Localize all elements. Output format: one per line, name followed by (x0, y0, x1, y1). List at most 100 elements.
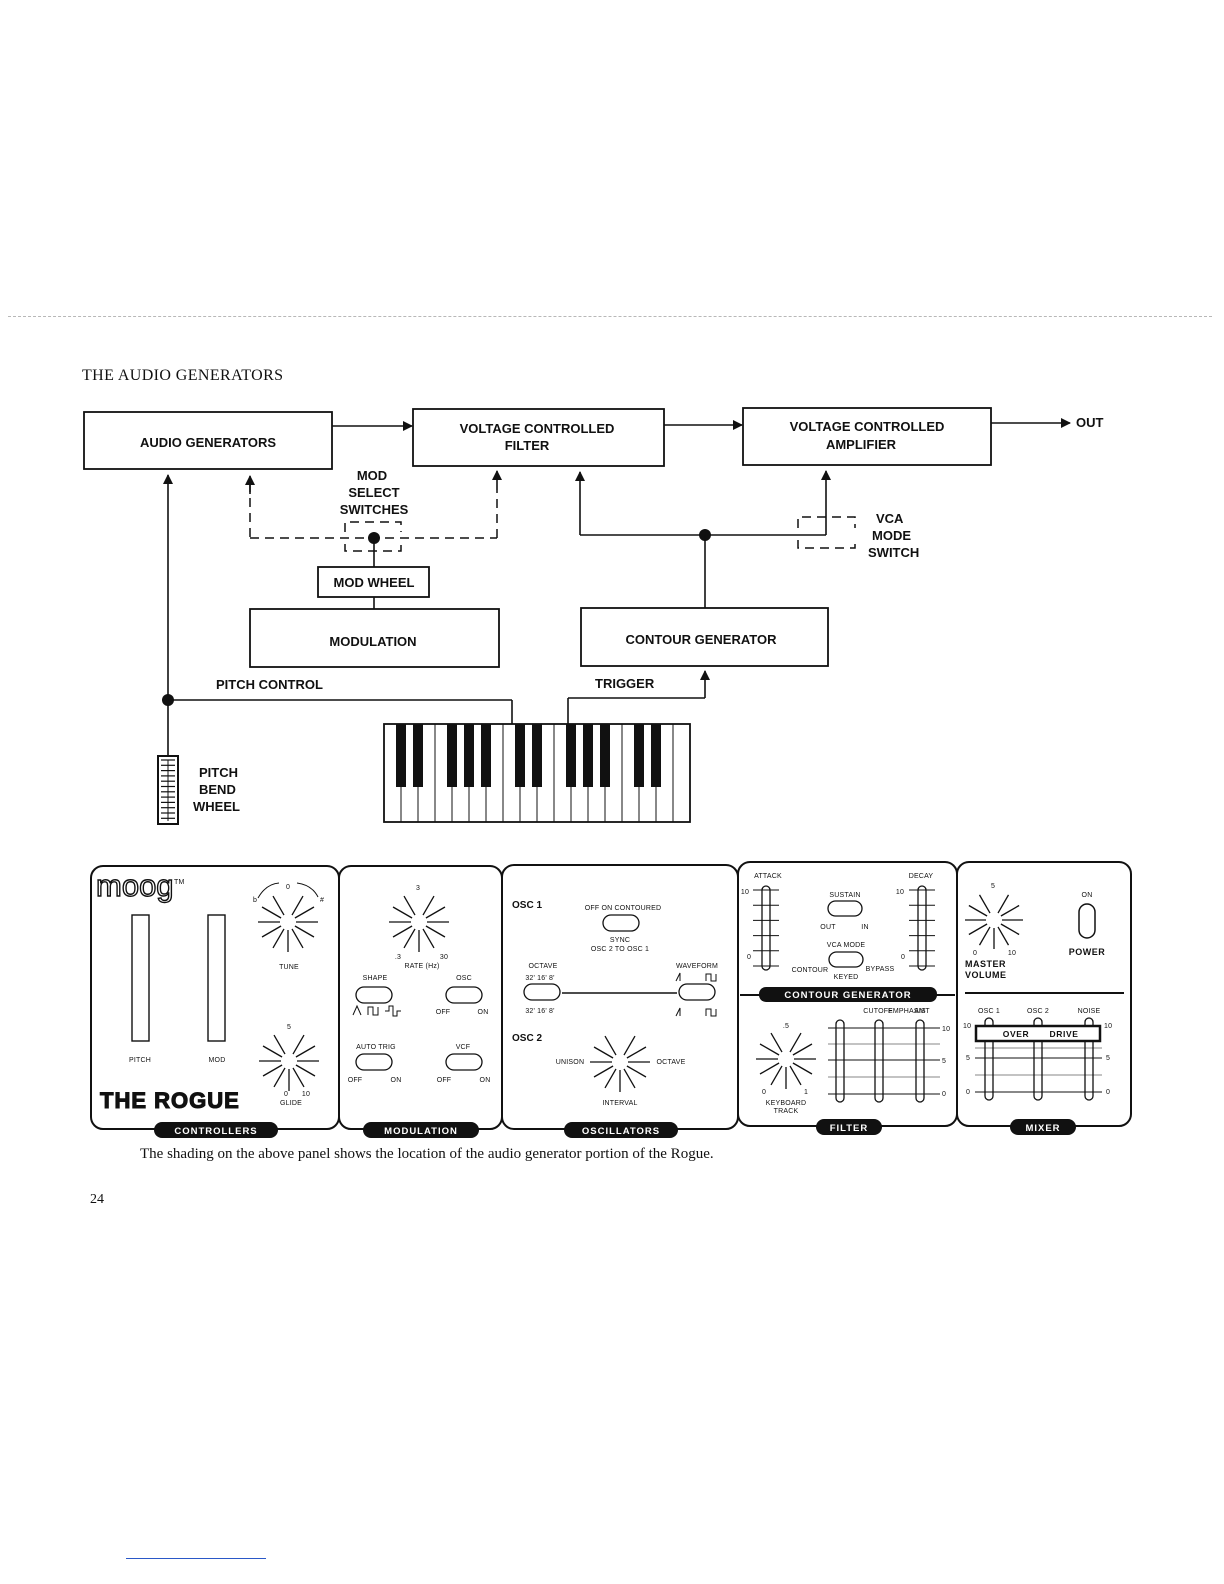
filter-sliders[interactable] (828, 1019, 940, 1103)
keyboard-label: KEYBOARD (766, 1100, 807, 1107)
glide-knob[interactable] (259, 1034, 319, 1091)
shape-label: SHAPE (363, 975, 388, 982)
sync-detail-label: OSC 2 TO OSC 1 (591, 946, 649, 953)
tune-zero-mark: 0 (286, 884, 290, 891)
mod-osc-switch[interactable] (445, 986, 483, 1004)
pitch-wheel[interactable] (131, 914, 150, 1042)
mod-select-label-1: MOD (357, 468, 387, 483)
osc2-footages: 32' 16' 8' (525, 1008, 554, 1015)
pitch-control-label: PITCH CONTROL (216, 677, 323, 692)
auto-trig-off: OFF (348, 1077, 363, 1084)
shape-switch[interactable] (355, 986, 393, 1004)
contour-generator-label: CONTOUR GENERATOR (626, 632, 778, 647)
vca-label-1: VOLTAGE CONTROLLED (790, 419, 945, 434)
unison-label: UNISON (556, 1059, 584, 1066)
osc1-label: OSC 1 (512, 900, 542, 911)
attack-label: ATTACK (754, 873, 782, 880)
pitch-wheel-label: PITCH (129, 1057, 151, 1064)
tune-flat-mark: b (253, 897, 257, 904)
rate-label: RATE (Hz) (404, 963, 439, 970)
vca-box (742, 407, 992, 466)
contour-generator-box (580, 607, 829, 667)
decay-scale-max: 10 (896, 889, 904, 896)
master-volume-knob[interactable] (965, 894, 1023, 949)
audio-generators-label: AUDIO GENERATORS (140, 435, 276, 450)
kt-min-mark: 0 (762, 1089, 766, 1096)
vca-mode-switch[interactable] (828, 951, 864, 968)
contour-option-label: CONTOUR (792, 967, 829, 974)
mod-osc-label: OSC (456, 975, 472, 982)
mixer-noise-label: NOISE (1078, 1008, 1101, 1015)
vca-mode-label-2: MODE (872, 528, 911, 543)
decay-label: DECAY (909, 873, 934, 880)
vcf-box (412, 408, 665, 467)
osc1-octave-switch[interactable] (523, 983, 561, 1001)
modulation-box (249, 608, 500, 668)
controllers-section-label: CONTROLLERS (174, 1126, 257, 1137)
attack-slider[interactable] (753, 885, 779, 971)
tune-sharp-mark: # (320, 897, 324, 904)
page-heading: THE AUDIO GENERATORS (82, 367, 284, 384)
mod-vcf-switch[interactable] (445, 1053, 483, 1071)
vca-label-2: AMPLIFIER (826, 437, 897, 452)
mod-wheel[interactable] (207, 914, 226, 1042)
rate-top-mark: 3 (416, 885, 420, 892)
keyboard-track-knob[interactable] (756, 1032, 816, 1089)
block-diagram: AUDIO GENERATORS VOLTAGE CONTROLLED FILT… (83, 407, 1104, 825)
vca-switch-bracket-top (797, 516, 856, 528)
rogue-logo: THE ROGUE (100, 1088, 240, 1113)
trigger-label: TRIGGER (595, 676, 655, 691)
mod-wheel-label: MOD WHEEL (334, 575, 415, 590)
mod-vcf-off: OFF (437, 1077, 452, 1084)
mod-switch-bracket-top (344, 521, 402, 532)
mixer-osc1-label: OSC 1 (978, 1008, 1000, 1015)
kt-max-mark: 1 (804, 1089, 808, 1096)
vca-mode-label: VCA MODE (827, 942, 866, 949)
lfo-waveform-icons (352, 1004, 401, 1017)
pitch-bend-wheel (157, 755, 179, 825)
sustain-in-label: IN (861, 924, 868, 931)
sustain-label: SUSTAIN (829, 892, 860, 899)
power-switch[interactable] (1078, 903, 1096, 939)
osc2-label: OSC 2 (512, 1033, 542, 1044)
tune-knob[interactable] (258, 895, 318, 952)
sync-switch[interactable] (602, 914, 640, 932)
mod-osc-off: OFF (436, 1009, 451, 1016)
master-volume-label-1: MASTER (965, 959, 1006, 969)
attack-scale-max: 10 (741, 889, 749, 896)
top-rule (8, 316, 1212, 317)
moog-logo: moog (96, 868, 174, 903)
osc1-footages: 32' 16' 8' (525, 975, 554, 982)
octave-label: OCTAVE (529, 963, 558, 970)
osc1-waveform-switch[interactable] (678, 983, 716, 1001)
vca-mode-label-1: VCA (876, 511, 904, 526)
drive-label: DRIVE (1050, 1029, 1079, 1039)
bypass-option-label: BYPASS (866, 966, 895, 973)
decay-slider[interactable] (909, 885, 935, 971)
power-on-label: ON (1082, 892, 1093, 899)
tune-label: TUNE (279, 964, 299, 971)
glide-label: GLIDE (280, 1100, 302, 1107)
rate-min-mark: .3 (395, 954, 401, 961)
out-label: OUT (1076, 415, 1104, 430)
auto-trig-switch[interactable] (355, 1053, 393, 1071)
kt-mid-mark: .5 (783, 1023, 789, 1030)
mod-rate-knob[interactable] (389, 895, 449, 952)
filter-scale-min: 0 (942, 1091, 946, 1098)
keyboard (383, 723, 691, 823)
decay-scale-min: 0 (901, 954, 905, 961)
interval-knob[interactable] (590, 1035, 650, 1092)
sustain-switch[interactable] (827, 900, 863, 917)
contour-section-label: CONTOUR GENERATOR (784, 990, 911, 1001)
sync-modes-label: OFF ON CONTOURED (585, 905, 662, 912)
moog-trademark: TM (174, 879, 185, 886)
amt-label: AMT (914, 1008, 930, 1015)
vcf-label-1: VOLTAGE CONTROLLED (460, 421, 615, 436)
oscillators-section-label: OSCILLATORS (582, 1126, 660, 1137)
mixer-scale-mid-right: 5 (1106, 1055, 1110, 1062)
mod-wheel-box (317, 566, 430, 598)
mod-select-label-2: SELECT (348, 485, 399, 500)
volume-min-mark: 0 (973, 950, 977, 957)
filter-section-label: FILTER (830, 1123, 869, 1134)
